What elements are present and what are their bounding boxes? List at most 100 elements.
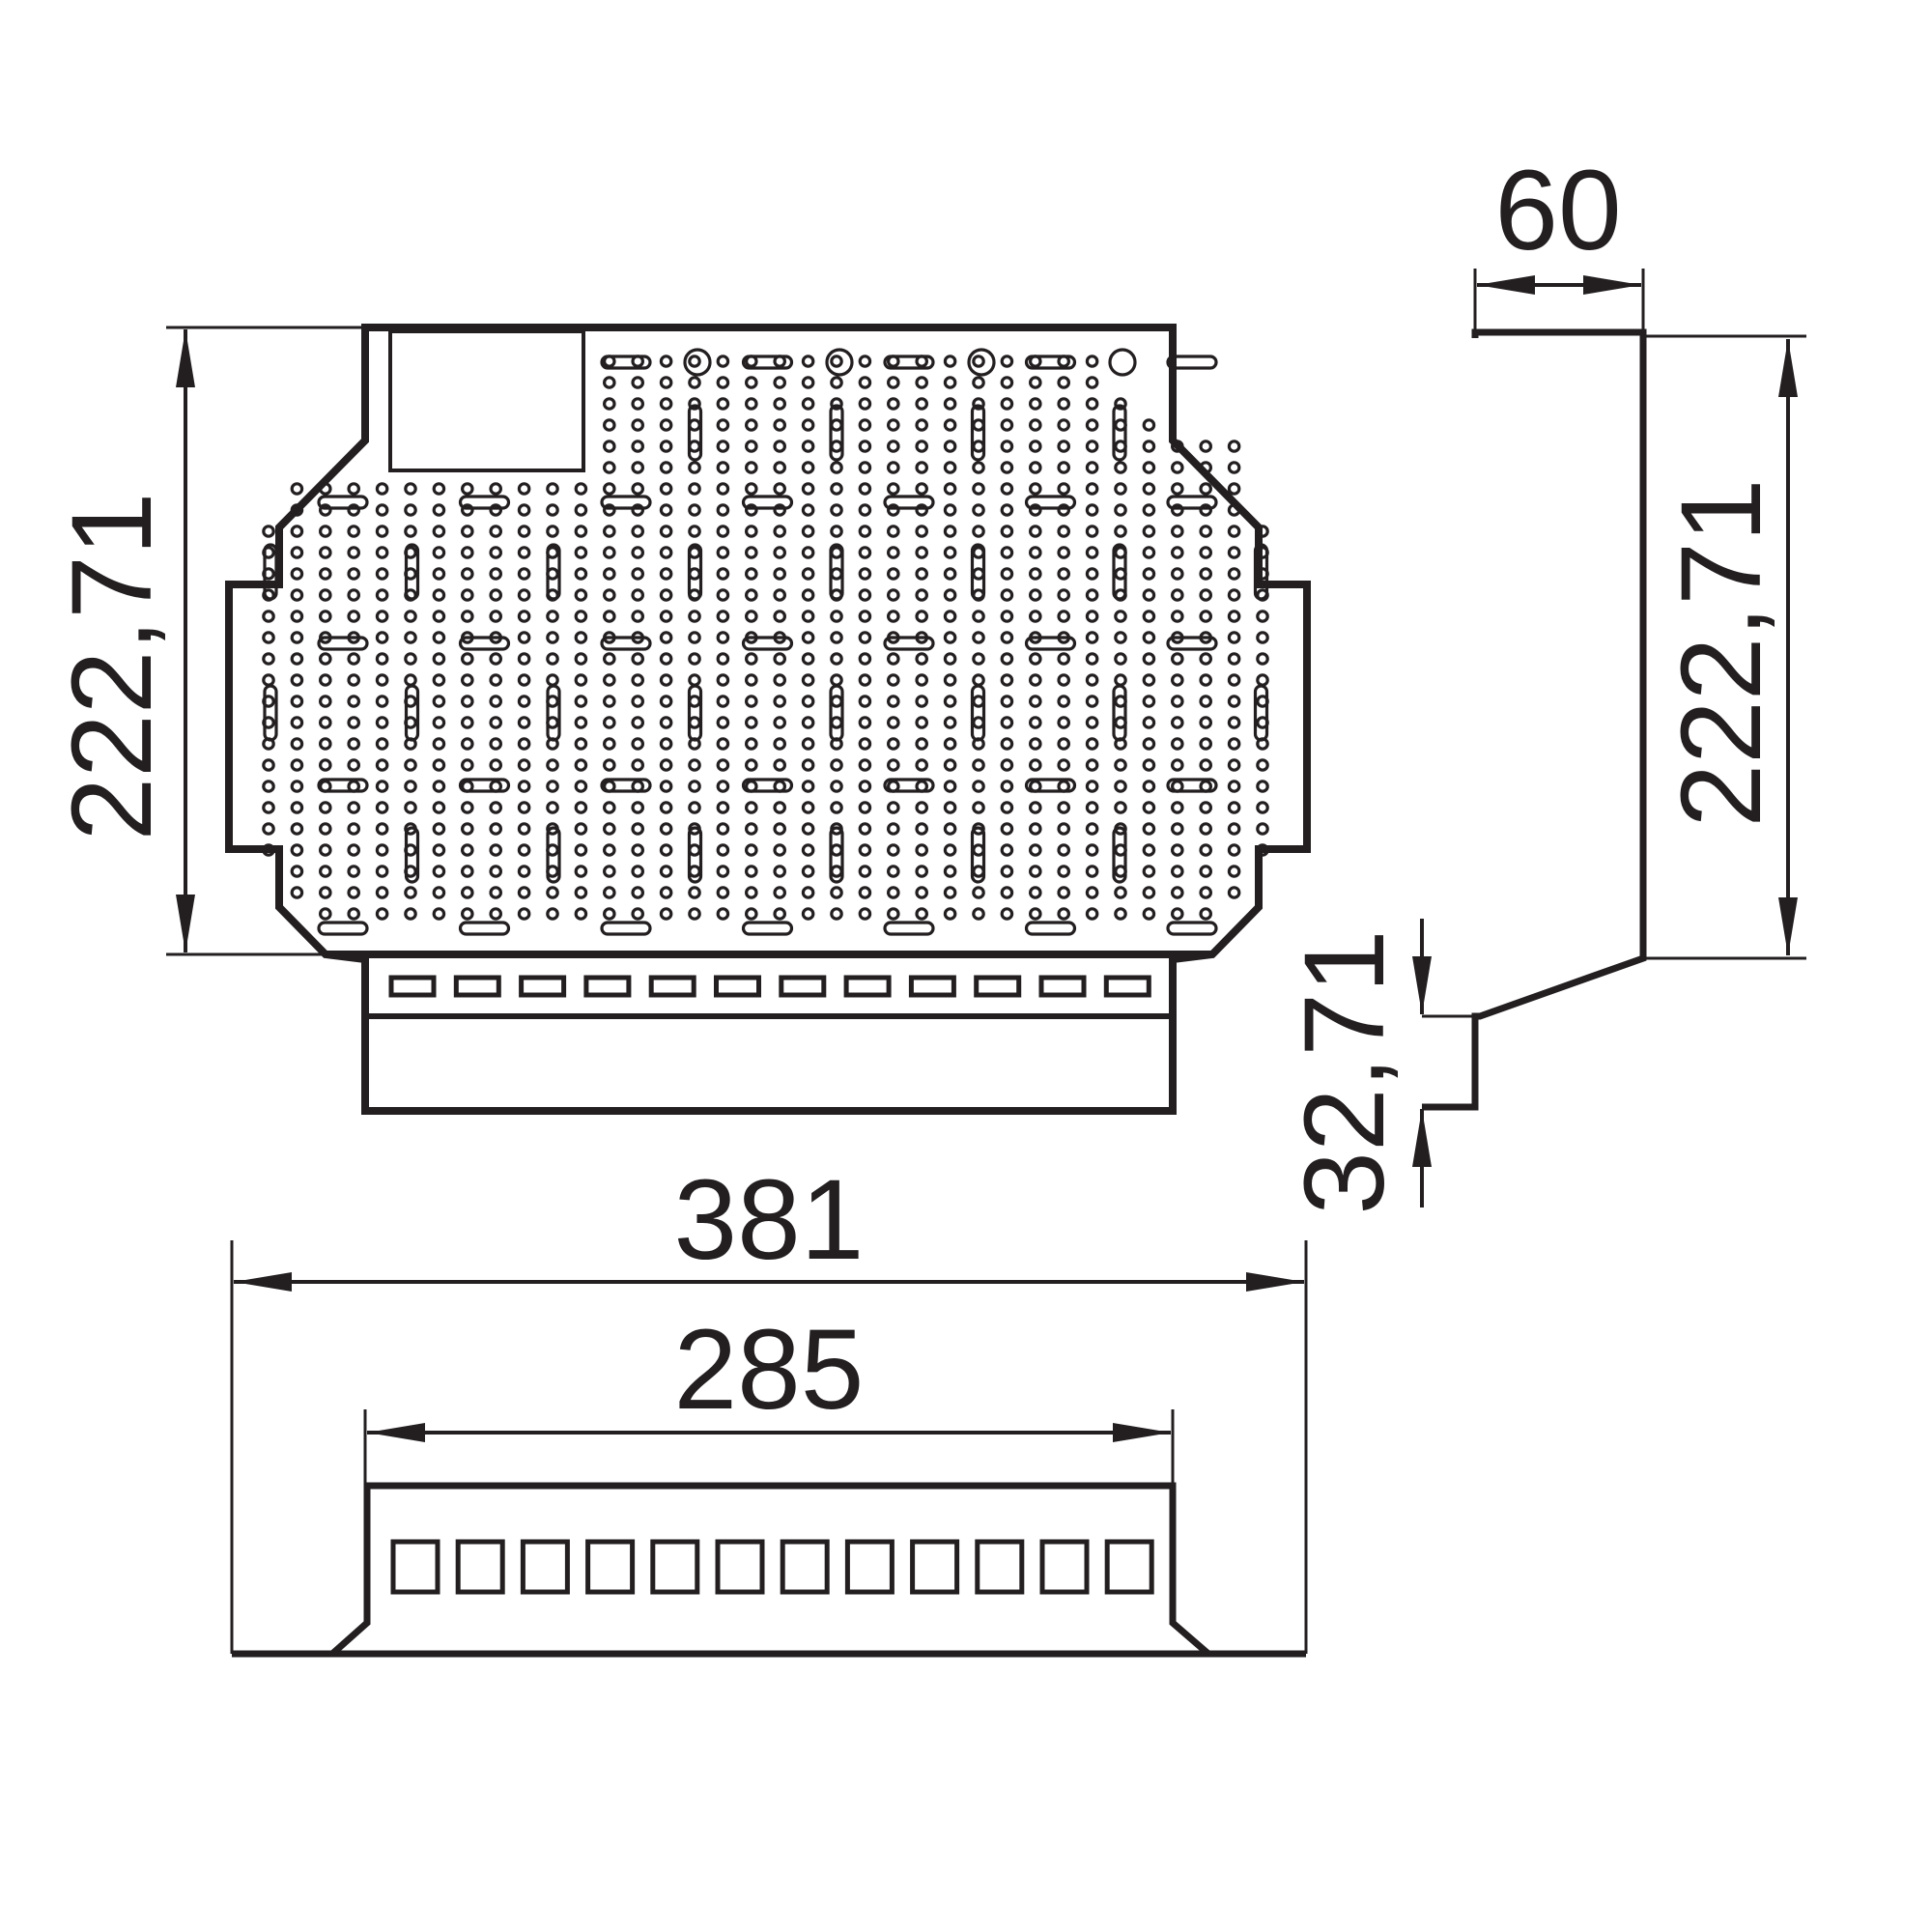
- dimension-label-offset-height: 32,71: [1281, 929, 1408, 1214]
- perforation-hole: [460, 907, 474, 921]
- perforation-hole: [318, 503, 332, 517]
- perforation-hole: [801, 631, 815, 644]
- perforation-hole: [404, 503, 417, 517]
- fixing-hole: [825, 348, 854, 377]
- perforation-hole: [830, 758, 843, 772]
- perforation-hole: [858, 843, 872, 857]
- oblong-slot-vertical: [263, 684, 278, 742]
- perforation-hole: [1227, 567, 1241, 581]
- perforation-hole: [460, 610, 474, 623]
- perforation-hole: [858, 525, 872, 538]
- front-profile: [232, 1482, 1306, 1658]
- perforation-hole: [602, 418, 616, 432]
- perforation-hole: [773, 440, 786, 453]
- perforation-hole: [318, 758, 332, 772]
- perforation-hole: [830, 673, 843, 687]
- perforation-hole: [744, 695, 758, 708]
- perforation-hole: [1000, 865, 1014, 878]
- perforation-hole: [1114, 631, 1127, 644]
- oblong-slot-horizontal: [1024, 636, 1077, 651]
- perforation-hole: [1114, 652, 1127, 666]
- perforation-hole: [1057, 652, 1070, 666]
- perforation-hole: [716, 716, 730, 729]
- perforation-hole: [1227, 822, 1241, 836]
- perforation-hole: [688, 461, 701, 474]
- perforation-hole: [347, 801, 360, 814]
- perforation-hole: [915, 822, 928, 836]
- perforation-hole: [744, 461, 758, 474]
- dimension-inner-width: [363, 1409, 1175, 1486]
- perforation-hole: [460, 695, 474, 708]
- perforation-hole: [915, 610, 928, 623]
- oblong-slot-vertical: [546, 826, 561, 884]
- perforation-hole: [659, 588, 673, 602]
- perforation-hole: [972, 843, 985, 857]
- perforation-hole: [432, 758, 446, 772]
- perforation-hole: [972, 397, 985, 411]
- perforation-hole: [1029, 567, 1042, 581]
- perforation-hole: [1171, 588, 1184, 602]
- perforation-hole: [1227, 695, 1241, 708]
- perforation-hole: [1000, 886, 1014, 899]
- perforation-hole: [1227, 610, 1241, 623]
- perforation-hole: [517, 546, 531, 559]
- perforation-hole: [460, 673, 474, 687]
- perforation-hole: [460, 737, 474, 751]
- perforation-hole: [716, 695, 730, 708]
- oblong-slot-vertical: [263, 543, 278, 601]
- oblong-slot-vertical: [829, 826, 844, 884]
- perforation-hole: [1000, 418, 1014, 432]
- perforation-hole: [943, 758, 957, 772]
- oblong-slot-horizontal: [458, 778, 511, 793]
- perforation-hole: [631, 801, 644, 814]
- terminal-window: [520, 1539, 570, 1595]
- perforation-hole: [801, 716, 815, 729]
- perforation-hole: [1085, 418, 1099, 432]
- perforation-hole: [432, 886, 446, 899]
- perforation-hole: [631, 865, 644, 878]
- perforation-hole: [858, 695, 872, 708]
- perforation-hole: [659, 907, 673, 921]
- perforation-hole: [1029, 652, 1042, 666]
- perforation-hole: [432, 907, 446, 921]
- perforation-hole: [858, 631, 872, 644]
- perforation-hole: [1029, 695, 1042, 708]
- perforation-hole: [1227, 801, 1241, 814]
- perforation-hole: [546, 801, 559, 814]
- perforation-hole: [375, 758, 389, 772]
- oblong-slot-horizontal: [600, 778, 652, 793]
- perforation-hole: [1029, 822, 1042, 836]
- perforation-hole: [347, 716, 360, 729]
- perforation-hole: [1085, 546, 1099, 559]
- perforation-hole: [659, 780, 673, 793]
- perforation-hole: [290, 737, 304, 751]
- perforation-hole: [631, 376, 644, 389]
- perforation-hole: [1114, 503, 1127, 517]
- oblong-slot-vertical: [546, 684, 561, 742]
- perforation-hole: [716, 822, 730, 836]
- perforation-hole: [1199, 567, 1212, 581]
- perforation-hole: [404, 780, 417, 793]
- perforation-hole: [432, 695, 446, 708]
- perforation-hole: [688, 907, 701, 921]
- perforation-hole: [290, 652, 304, 666]
- perforation-hole: [1057, 716, 1070, 729]
- perforation-hole: [347, 886, 360, 899]
- perforation-hole: [886, 886, 900, 899]
- perforation-hole: [375, 865, 389, 878]
- perforation-hole: [375, 822, 389, 836]
- perforation-hole: [659, 652, 673, 666]
- perforation-hole: [375, 737, 389, 751]
- perforation-hole: [318, 822, 332, 836]
- perforation-hole: [773, 525, 786, 538]
- perforation-hole: [1227, 865, 1241, 878]
- perforation-hole: [858, 907, 872, 921]
- perforation-hole: [972, 376, 985, 389]
- perforation-hole: [801, 865, 815, 878]
- perforation-hole: [1227, 546, 1241, 559]
- perforation-hole: [858, 461, 872, 474]
- perforation-hole: [1085, 886, 1099, 899]
- plate-top-view: [225, 324, 1311, 1115]
- perforation-hole: [432, 843, 446, 857]
- perforation-hole: [801, 758, 815, 772]
